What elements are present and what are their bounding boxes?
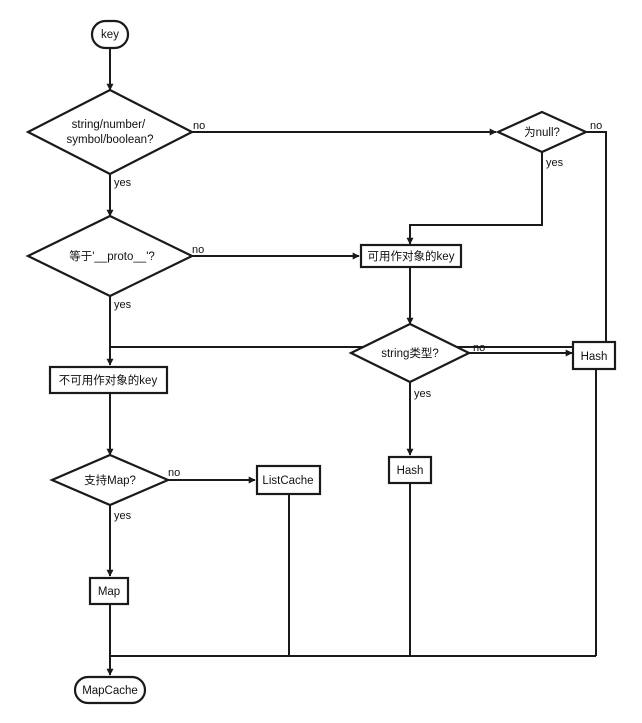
node-primitive-check: string/number/ symbol/boolean? [25, 88, 195, 176]
node-map: Map [88, 576, 130, 606]
node-key: key [90, 19, 130, 50]
string-label: string类型? [381, 346, 439, 360]
unusable-key-box [48, 365, 169, 395]
node-proto-check: 等于'__proto__'? [25, 214, 195, 298]
node-hash-right: Hash [571, 340, 617, 371]
map-check-label: 支持Map? [84, 473, 136, 487]
label-string-yes: yes [414, 388, 432, 400]
hash-right-box [571, 340, 617, 371]
edge-null-yes [406, 152, 543, 245]
node-map-cache: MapCache [73, 675, 147, 705]
label-proto-yes: yes [114, 299, 132, 311]
usable-key-box [359, 243, 463, 269]
end-terminal [73, 675, 147, 705]
string-decision-diamond [348, 322, 472, 384]
label-string-no: no [473, 342, 485, 354]
primitive-decision-diamond [25, 88, 195, 176]
null-label: 为null? [524, 126, 560, 139]
proto-decision-diamond [25, 214, 195, 298]
node-map-check: 支持Map? [49, 453, 171, 507]
null-decision-diamond [495, 110, 589, 154]
node-list-cache: ListCache [255, 464, 322, 496]
edge-null-no [586, 131, 607, 342]
node-hash-mid: Hash [387, 455, 433, 485]
map-label: Map [98, 586, 120, 598]
label-primitive-no: no [193, 120, 205, 132]
map-decision-diamond [49, 453, 171, 507]
node-unusable-key: 不可用作对象的key [48, 365, 169, 395]
edges [106, 48, 607, 676]
label-map-no: no [168, 467, 180, 479]
label-null-yes: yes [546, 157, 564, 169]
primitive-label-line-1: string/number/ [72, 119, 146, 131]
label-null-no: no [590, 120, 602, 132]
node-string-check: string类型? [348, 322, 472, 384]
usable-key-label: 可用作对象的key [368, 249, 455, 263]
primitive-label-line-2: symbol/boolean? [67, 134, 154, 146]
node-null-check: 为null? [495, 110, 589, 154]
hash-right-label: Hash [581, 351, 608, 363]
label-primitive-yes: yes [114, 177, 132, 189]
hash-mid-box [387, 455, 433, 485]
list-cache-label: ListCache [262, 475, 313, 487]
node-usable-key: 可用作对象的key [359, 243, 463, 269]
proto-label: 等于'__proto__'? [69, 249, 155, 263]
list-cache-box [255, 464, 322, 496]
start-terminal [90, 19, 130, 50]
label-map-yes: yes [114, 510, 132, 522]
hash-mid-label: Hash [397, 465, 424, 477]
end-label: MapCache [82, 685, 138, 697]
map-box [88, 576, 130, 606]
primitive-label: string/number/ symbol/boolean? [67, 119, 154, 146]
edge-labels: no yes no yes no yes no yes no yes [114, 120, 602, 522]
start-label: key [101, 29, 119, 41]
label-proto-no: no [192, 244, 204, 256]
unusable-key-label: 不可用作对象的key [59, 373, 158, 387]
